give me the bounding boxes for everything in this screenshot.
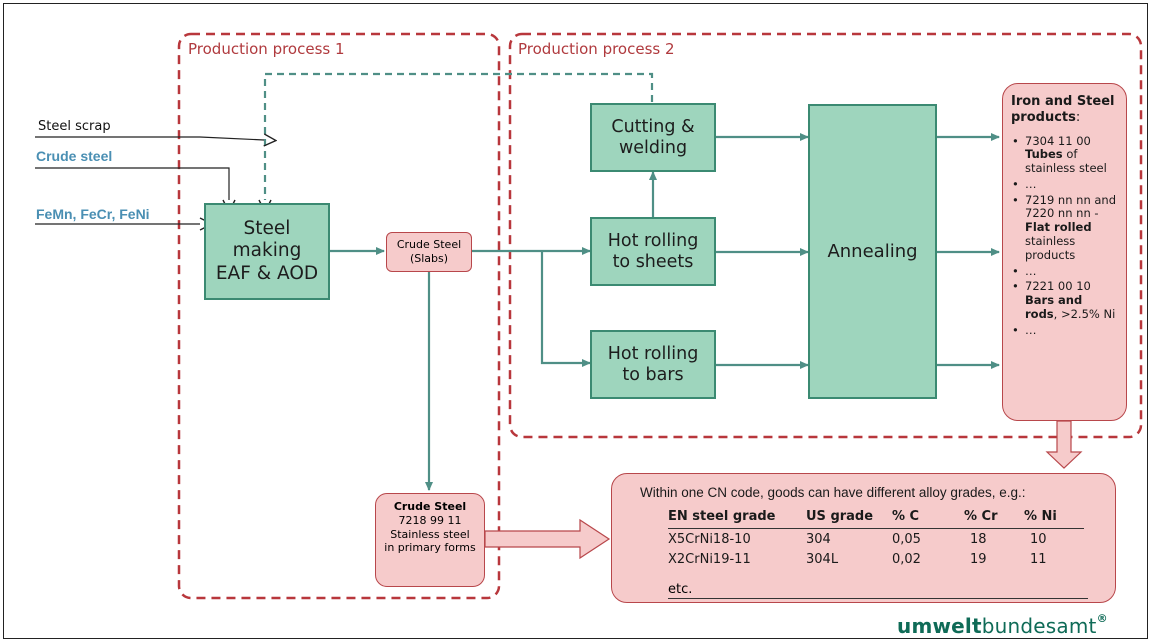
cell-us-grade: 304L <box>806 552 839 567</box>
products-down-block-arrow <box>1045 420 1083 469</box>
item-bold: Tubes <box>1025 147 1063 162</box>
products-heading-colon: : <box>1075 110 1081 126</box>
steelmaking-box: Steel making EAF & AOD <box>204 203 330 300</box>
process2-region <box>508 32 1143 439</box>
products-heading-line1: Iron and Steel <box>1011 94 1115 109</box>
products-item-ellipsis: … <box>1012 264 1118 279</box>
alloy-grades-etc: etc. <box>668 582 1088 599</box>
products-heading-line2: products <box>1011 110 1076 126</box>
umweltbundesamt-logo: umweltbundesamt® <box>897 612 1108 638</box>
cutting-welding-box: Cutting & welding <box>590 103 716 172</box>
col-ni: % Ni <box>1024 506 1084 529</box>
item-bold: Flat rolled <box>1025 220 1092 235</box>
item-code: 7221 00 10 <box>1025 279 1091 294</box>
col-us-grade: US grade <box>806 506 892 529</box>
process1-title: Production process 1 <box>188 40 345 58</box>
crude-steel-primary-box: Crude Steel 7218 99 11 Stainless steel i… <box>375 493 485 587</box>
cell-ni: 11 <box>1030 552 1047 567</box>
alloy-grades-box <box>611 473 1116 603</box>
cell-en-grade: X5CrNi18-10 <box>668 532 751 547</box>
crude-steel-slabs-box: Crude Steel (Slabs) <box>386 232 472 272</box>
cell-us-grade: 304 <box>806 532 831 547</box>
input-crude-steel: Crude steel <box>36 148 113 164</box>
cell-c: 0,02 <box>892 552 921 567</box>
alloy-grades-intro: Within one CN code, goods can have diffe… <box>640 485 1026 500</box>
logo-bold-part: umwelt <box>897 614 982 638</box>
cell-c: 0,05 <box>892 532 921 547</box>
crude-primary-desc: Stainless steel in primary forms <box>384 527 476 555</box>
crude-steel-arrow <box>35 167 229 200</box>
alloy-grades-table: EN steel grade US grade % C % Cr % Ni X5… <box>668 506 1084 569</box>
slabs-to-bars-arrow <box>540 251 591 367</box>
hot-rolling-bars-box: Hot rolling to bars <box>590 330 716 399</box>
figure-frame <box>3 3 1148 639</box>
process1-region <box>177 32 501 600</box>
logo-light-part: bundesamt <box>981 614 1097 638</box>
col-en-grade: EN steel grade <box>668 506 806 529</box>
cell-en-grade: X2CrNi19-11 <box>668 552 751 567</box>
item-bold: Bars and rods <box>1025 293 1083 322</box>
cell-ni: 10 <box>1030 532 1047 547</box>
products-item-flat: 7219 nn nn and 7220 nn nn - Flat rolled … <box>1012 192 1118 263</box>
cell-cr: 19 <box>970 552 987 567</box>
products-item-ellipsis: … <box>1012 323 1118 338</box>
item-rest: stainless products <box>1025 234 1076 262</box>
table-row: X2CrNi19-11 304L 0,02 19 11 <box>668 549 1084 569</box>
input-steel-scrap: Steel scrap <box>38 119 111 134</box>
cell-cr: 18 <box>970 532 987 547</box>
steel-scrap-arrow <box>35 137 264 140</box>
crude-primary-title: Crude Steel <box>393 500 467 513</box>
scrap-return-loop <box>265 72 654 200</box>
item-rest: of stainless steel <box>1025 147 1107 176</box>
item-rest: , >2.5% Ni <box>1053 307 1116 322</box>
table-header-row: EN steel grade US grade % C % Cr % Ni <box>668 506 1084 529</box>
primary-right-block-arrow <box>484 518 611 560</box>
input-alloys: FeMn, FeCr, FeNi <box>36 206 150 222</box>
item-code: 7219 nn nn and 7220 nn nn - <box>1025 192 1117 221</box>
item-code: 7304 11 00 <box>1025 133 1091 148</box>
logo-mark: ® <box>1096 612 1108 625</box>
hot-rolling-sheets-box: Hot rolling to sheets <box>590 217 716 286</box>
col-cr: % Cr <box>964 506 1024 529</box>
process2-title: Production process 2 <box>518 40 675 58</box>
crude-primary-code: 7218 99 11 <box>398 513 462 527</box>
annealing-box: Annealing <box>808 104 937 399</box>
col-c: % C <box>892 506 964 529</box>
table-row: X5CrNi18-10 304 0,05 18 10 <box>668 529 1084 550</box>
products-item-ellipsis: … <box>1012 177 1118 192</box>
